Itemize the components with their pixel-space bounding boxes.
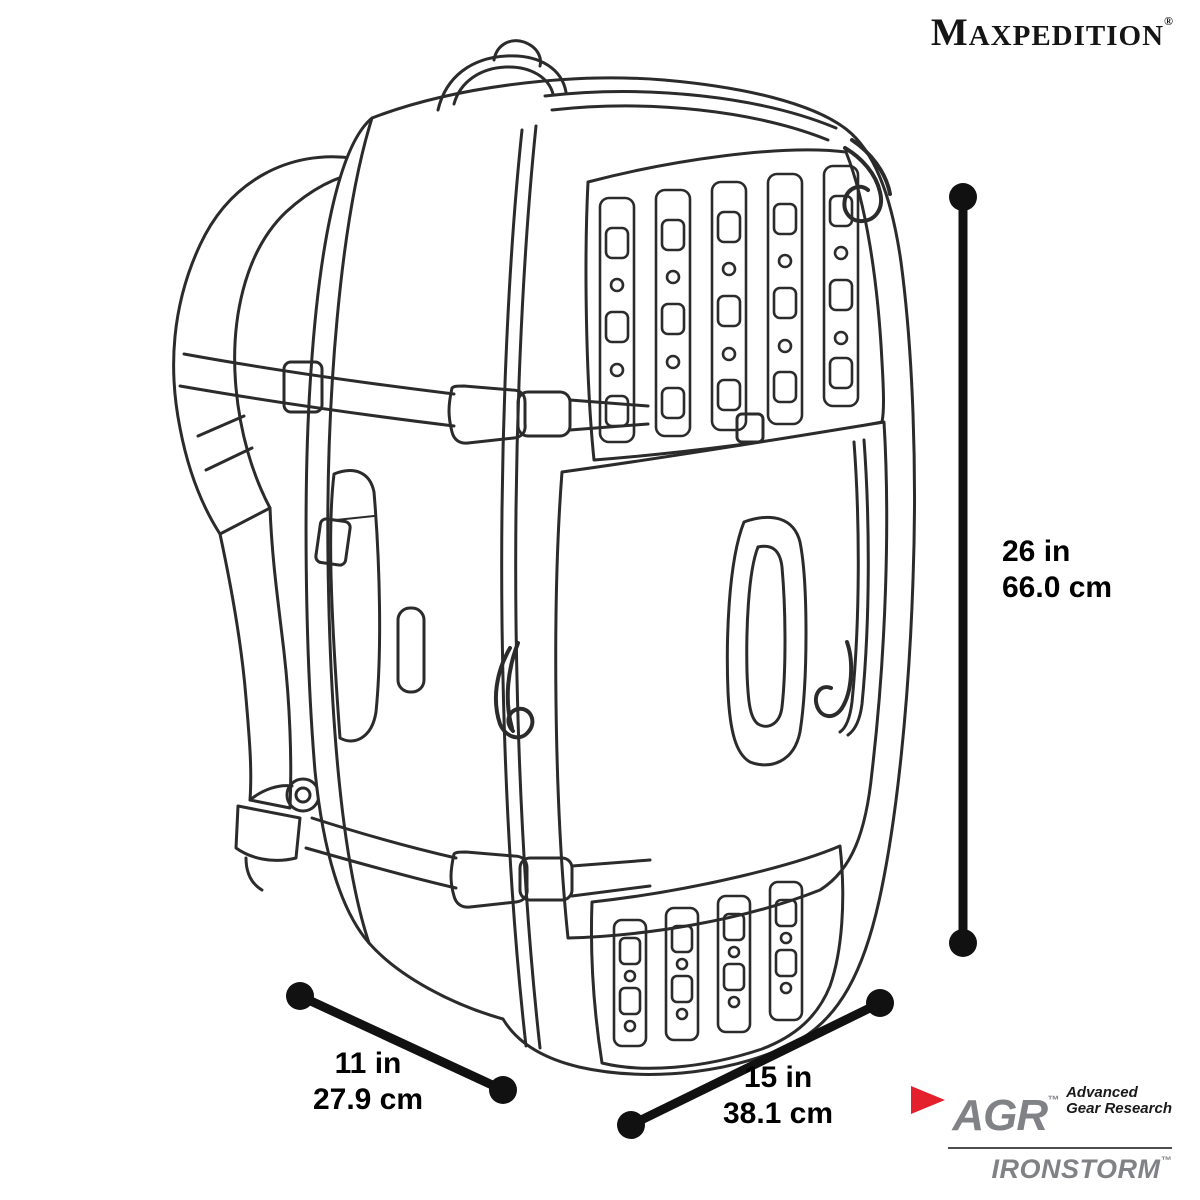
compression-strap-upper bbox=[178, 352, 650, 445]
width-inches: 11 in bbox=[334, 1047, 402, 1080]
brand-logo: Maxpedition® bbox=[931, 10, 1174, 55]
height-dimension-label: 26 in 66.0 cm bbox=[1002, 534, 1112, 606]
strap-loop bbox=[248, 777, 321, 813]
product-name: IRONSTORM™ bbox=[991, 1154, 1172, 1184]
front-cover-panel bbox=[554, 412, 889, 940]
height-inches: 26 in bbox=[1002, 535, 1071, 568]
footer-divider bbox=[948, 1147, 1172, 1149]
main-zipper bbox=[500, 124, 542, 1050]
agr-logo: AGR™ Advanced Gear Research bbox=[911, 1078, 1172, 1140]
brand-name: Maxpedition bbox=[930, 11, 1165, 54]
depth-metric: 38.1 cm bbox=[722, 1097, 834, 1130]
agr-subtitle-line1: Advanced bbox=[1066, 1084, 1138, 1101]
shoulder-strap bbox=[172, 155, 364, 892]
width-dimension-line bbox=[298, 991, 505, 1095]
width-metric: 27.9 cm bbox=[312, 1083, 424, 1116]
molle-panel-top bbox=[584, 148, 885, 462]
side-pocket bbox=[314, 469, 426, 743]
registered-mark: ® bbox=[1164, 14, 1174, 28]
agr-subtitle-line2: Gear Research bbox=[1066, 1100, 1172, 1117]
width-dimension-label: 11 in 27.9 cm bbox=[283, 1046, 453, 1118]
agr-subtitle: Advanced Gear Research bbox=[1066, 1078, 1172, 1117]
molle-panel-bottom bbox=[589, 844, 845, 1070]
dimension-endpoints bbox=[286, 183, 977, 1139]
product-trademark: ™ bbox=[1160, 1155, 1172, 1167]
agr-acronym: AGR™ bbox=[952, 1091, 1060, 1140]
height-metric: 66.0 cm bbox=[1002, 571, 1113, 604]
compression-strap-lower bbox=[304, 816, 652, 909]
agr-triangle-icon bbox=[911, 1086, 946, 1114]
dimension-lines bbox=[298, 197, 968, 1130]
depth-inches: 15 in bbox=[743, 1061, 813, 1094]
carry-handle bbox=[436, 39, 568, 112]
zipper-pull-top bbox=[842, 138, 892, 224]
footer-logos: AGR™ Advanced Gear Research IRONSTORM™ bbox=[911, 1078, 1172, 1185]
depth-dimension-label: 15 in 38.1 cm bbox=[688, 1060, 868, 1132]
zipper-pull-mid bbox=[493, 641, 535, 740]
depth-dimension-line bbox=[629, 998, 882, 1130]
agr-trademark: ™ bbox=[1047, 1093, 1060, 1107]
